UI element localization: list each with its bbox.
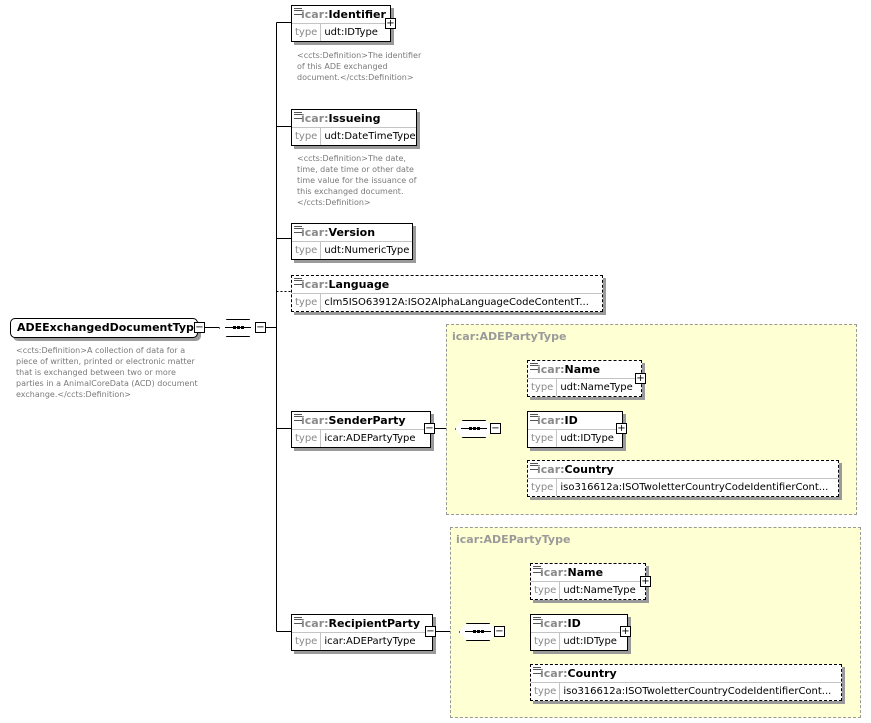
element-type: udt:IDType bbox=[324, 27, 378, 38]
type-key: type bbox=[292, 633, 322, 650]
element-icon bbox=[294, 278, 302, 285]
sequence-collapse-icon[interactable]: − bbox=[255, 322, 266, 333]
type-key: type bbox=[292, 128, 322, 145]
type-key: type bbox=[292, 294, 322, 311]
element-type: udt:NameType bbox=[560, 382, 633, 393]
element-name: SenderParty bbox=[328, 414, 406, 427]
root-collapse-icon[interactable]: − bbox=[194, 322, 205, 333]
element-type: udt:IDType bbox=[563, 636, 617, 647]
element-name: Name bbox=[564, 363, 601, 376]
element-type: udt:IDType bbox=[560, 433, 614, 444]
element-name: ID bbox=[567, 617, 581, 630]
element-icon bbox=[533, 617, 541, 624]
element-icon bbox=[294, 8, 302, 15]
element-prefix: icar: bbox=[540, 667, 568, 680]
type-key: type bbox=[531, 633, 561, 650]
element-type: icar:ADEPartyType bbox=[324, 433, 416, 444]
element-name: Identifier bbox=[328, 8, 386, 21]
element-icon bbox=[533, 566, 541, 573]
sequence-collapse-icon[interactable]: − bbox=[490, 423, 501, 434]
element-prefix: icar: bbox=[540, 566, 568, 579]
type-key: type bbox=[292, 430, 322, 447]
element-icon bbox=[533, 667, 541, 674]
element-name: Name bbox=[567, 566, 604, 579]
type-key: type bbox=[292, 24, 322, 41]
element-prefix: icar: bbox=[537, 363, 565, 376]
recipient-name-expand-icon[interactable]: + bbox=[640, 576, 651, 587]
element-icon bbox=[530, 463, 538, 470]
element-prefix: icar: bbox=[540, 617, 568, 630]
element-icon bbox=[294, 414, 302, 421]
sender-id-expand-icon[interactable]: + bbox=[616, 423, 627, 434]
element-prefix: icar: bbox=[301, 226, 329, 239]
element-name: RecipientParty bbox=[328, 617, 421, 630]
sequence-compositor-icon bbox=[219, 319, 257, 337]
type-box-label: icar:ADEPartyType bbox=[452, 330, 567, 343]
element-icon bbox=[294, 617, 302, 624]
element-prefix: icar: bbox=[537, 463, 565, 476]
identifier-annotation: <ccts:Definition>The identifier of this … bbox=[297, 51, 422, 82]
element-name: Language bbox=[328, 278, 390, 291]
element-icon bbox=[530, 363, 538, 370]
type-key: type bbox=[528, 430, 558, 447]
element-name: ID bbox=[564, 414, 578, 427]
element-name: Version bbox=[328, 226, 376, 239]
identifier-expand-icon[interactable]: + bbox=[385, 18, 396, 29]
sender-collapse-icon[interactable]: − bbox=[424, 423, 435, 434]
element-type: clm5ISO63912A:ISO2AlphaLanguageCodeConte… bbox=[324, 297, 589, 308]
recipient-id-expand-icon[interactable]: + bbox=[620, 626, 631, 637]
sequence-collapse-icon[interactable]: − bbox=[494, 626, 505, 637]
sequence-compositor-icon bbox=[455, 420, 493, 438]
element-icon bbox=[294, 226, 302, 233]
element-name: Issueing bbox=[328, 112, 381, 125]
element-prefix: icar: bbox=[301, 617, 329, 630]
type-key: type bbox=[531, 582, 561, 599]
type-key: type bbox=[531, 683, 561, 700]
element-name: Country bbox=[567, 667, 617, 680]
sender-name-expand-icon[interactable]: + bbox=[635, 373, 646, 384]
element-icon bbox=[294, 112, 302, 119]
element-prefix: icar: bbox=[301, 112, 329, 125]
element-type: icar:ADEPartyType bbox=[324, 636, 416, 647]
sequence-compositor-icon bbox=[459, 623, 497, 641]
issueing-annotation: <ccts:Definition>The date, time, date ti… bbox=[297, 154, 417, 207]
element-name: Country bbox=[564, 463, 614, 476]
type-key: type bbox=[528, 479, 558, 496]
element-type: iso316612a:ISOTwoletterCountryCodeIdenti… bbox=[563, 686, 832, 697]
element-type: iso316612a:ISOTwoletterCountryCodeIdenti… bbox=[560, 482, 829, 493]
type-box-label: icar:ADEPartyType bbox=[456, 533, 571, 546]
element-prefix: icar: bbox=[301, 278, 329, 291]
recipient-collapse-icon[interactable]: − bbox=[425, 626, 436, 637]
element-type: udt:DateTimeType bbox=[324, 131, 416, 142]
root-annotation: <ccts:Definition>A collection of data fo… bbox=[16, 346, 198, 399]
type-key: type bbox=[528, 379, 558, 396]
element-prefix: icar: bbox=[301, 8, 329, 21]
element-prefix: icar: bbox=[301, 414, 329, 427]
element-type: udt:NameType bbox=[563, 585, 636, 596]
element-type: udt:NumericType bbox=[324, 245, 410, 256]
element-prefix: icar: bbox=[537, 414, 565, 427]
root-element[interactable]: ADEExchangedDocumentType bbox=[10, 318, 202, 338]
type-key: type bbox=[292, 242, 322, 259]
element-icon bbox=[530, 414, 538, 421]
root-element-label: ADEExchangedDocumentType bbox=[17, 321, 202, 334]
